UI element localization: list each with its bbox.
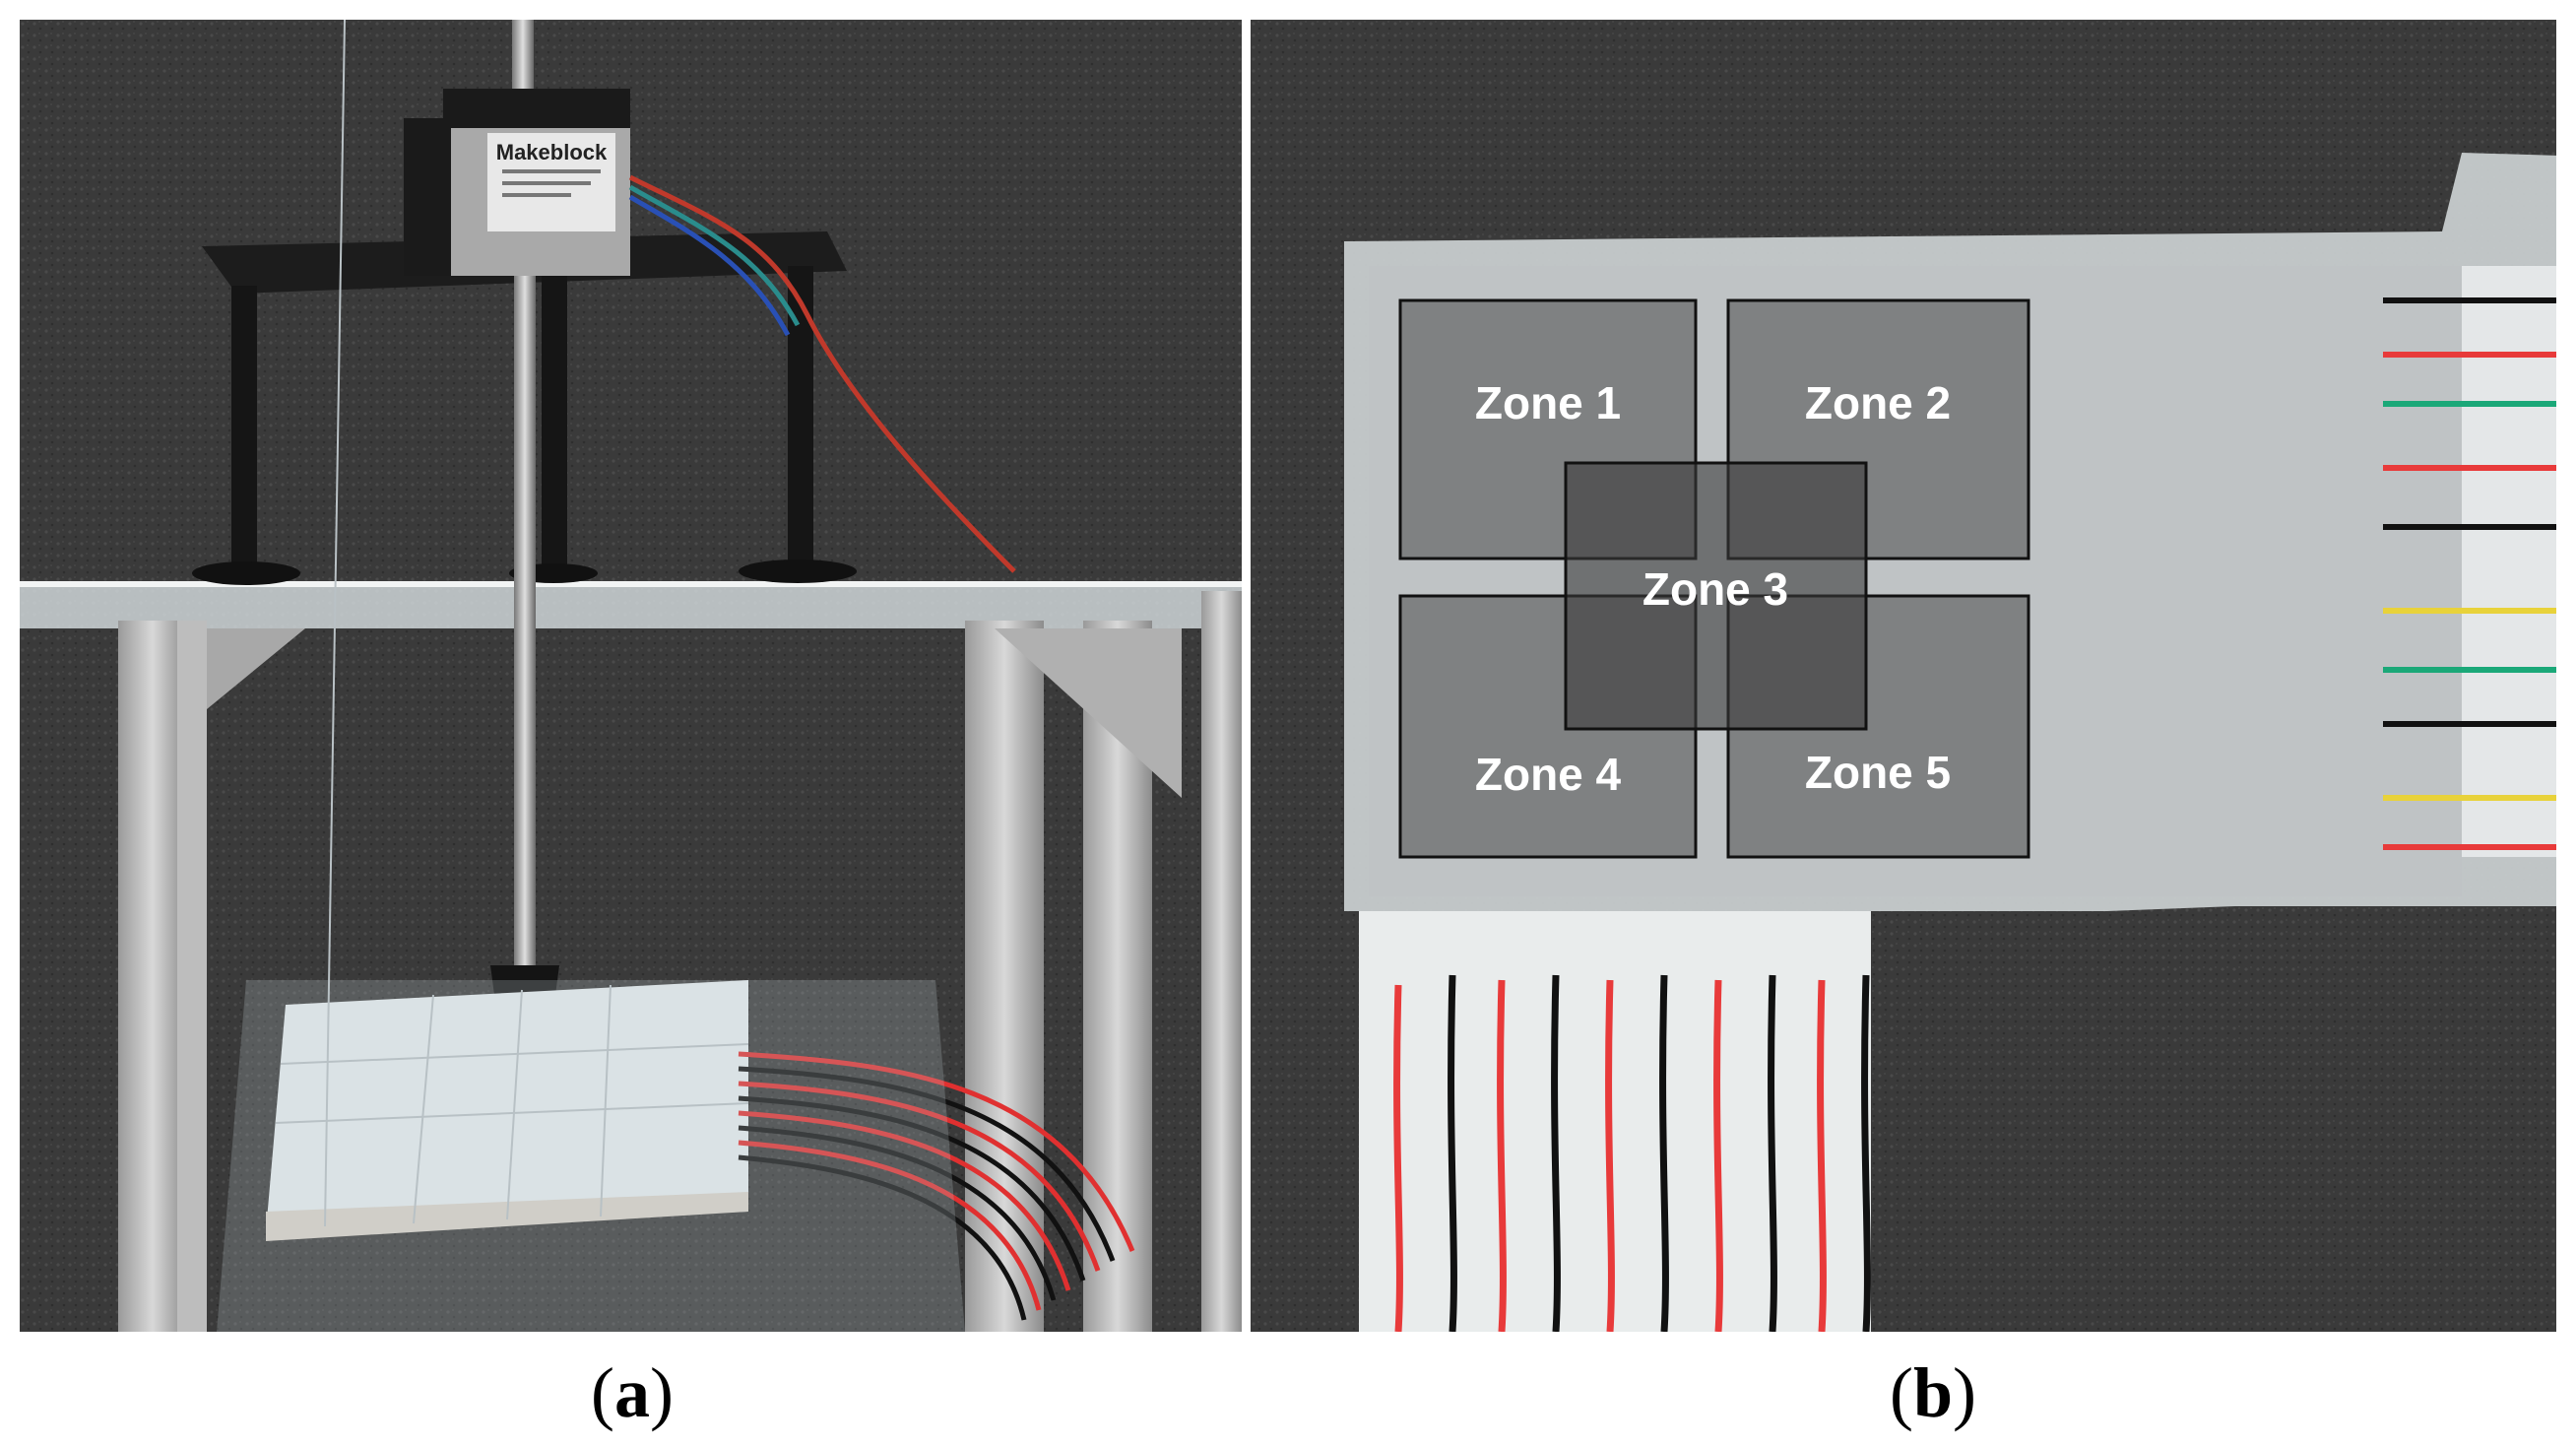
- caption-b-close: ): [1953, 1353, 1976, 1432]
- bottom-lead-wires: [1393, 974, 1871, 1332]
- photo-panel-b: Zone 1 Zone 2 Zone 3 Zone 4 Zone 5: [1251, 20, 2556, 1332]
- zone-2-label: Zone 2: [1805, 377, 1951, 428]
- caption-b: (b): [1835, 1357, 2031, 1428]
- zone-4-label: Zone 4: [1475, 749, 1622, 800]
- sensor-sheet: [266, 980, 748, 1231]
- acrylic-base: [217, 980, 965, 1332]
- motor-cable-red: [628, 174, 1016, 573]
- caption-b-open: (: [1889, 1353, 1913, 1432]
- zone-3-label: Zone 3: [1642, 563, 1788, 615]
- zone-1-label: Zone 1: [1475, 377, 1621, 428]
- sensor-lead-wires: [738, 1051, 1135, 1321]
- caption-a-close: ): [650, 1353, 674, 1432]
- acrylic-top-plate: [20, 581, 1242, 628]
- frame-post-right: [965, 621, 1044, 1332]
- zone-3-box: [1564, 461, 1868, 731]
- caption-a: (a): [534, 1357, 731, 1428]
- lead-screw: [514, 276, 536, 985]
- zone-5-label: Zone 5: [1805, 747, 1951, 798]
- corner-bracket: [995, 628, 1182, 798]
- caption-a-open: (: [591, 1353, 614, 1432]
- photo-panel-a: Makeblock: [20, 20, 1242, 1332]
- sensor-top-view-photo: Zone 1 Zone 2 Zone 3 Zone 4 Zone 5: [1251, 20, 2556, 1332]
- motor-brand-text: Makeblock: [496, 140, 608, 164]
- frame-post-left: [118, 621, 187, 1332]
- caption-a-letter: a: [614, 1353, 650, 1432]
- bottom-strip: [1359, 911, 1871, 1332]
- caption-b-letter: b: [1912, 1353, 1954, 1432]
- zone-overlays: [1398, 298, 2030, 859]
- right-lead-wires: [2383, 297, 2556, 850]
- test-rig-photo: Makeblock: [20, 20, 1242, 1332]
